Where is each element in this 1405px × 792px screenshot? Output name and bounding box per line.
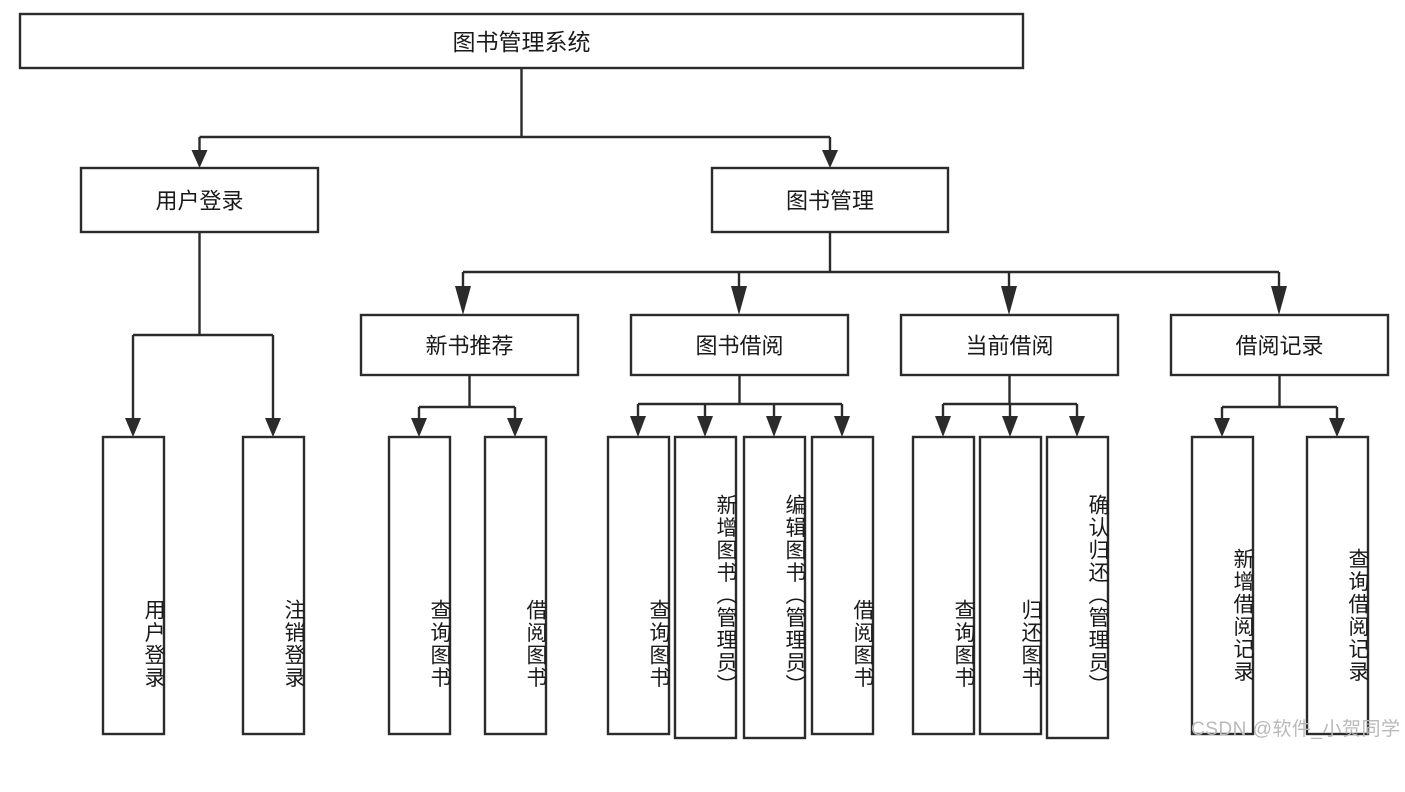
arrow-bookborrow-leaf-4 <box>834 416 850 437</box>
node-leaf-new-book-borrow[interactable] <box>483 435 548 736</box>
arrow-bookborrow-leaf-2 <box>697 416 713 437</box>
node-leaf-borrow-record-add[interactable] <box>1190 435 1255 736</box>
arrow-bookmgmt-to-new-book <box>455 286 471 315</box>
node-leaf-book-borrow-edit[interactable] <box>742 435 807 740</box>
arrow-bookmgmt-to-book-borrow <box>731 286 747 315</box>
connectors-layer <box>125 68 1345 437</box>
arrow-userlogin-leaf-2 <box>265 418 281 437</box>
arrow-bookmgmt-to-borrow-record <box>1271 286 1287 315</box>
csdn-watermark: CSDN @软件_小贺同学 <box>1191 719 1401 740</box>
node-leaf-borrow-record-query[interactable] <box>1305 435 1370 736</box>
diagram-svg: 图书管理系统 用户登录 图书管理 新书推荐 图书借阅 当前借阅 借阅记录 <box>18 12 1390 740</box>
node-borrow-record[interactable] <box>1169 313 1390 377</box>
node-leaf-current-borrow-return[interactable] <box>978 435 1043 736</box>
arrow-newbook-leaf-1 <box>411 418 427 437</box>
node-user-login[interactable] <box>79 166 320 234</box>
arrow-bookborrow-leaf-1 <box>630 416 646 437</box>
arrow-borrowrecord-leaf-1 <box>1214 418 1230 437</box>
node-book-borrow[interactable] <box>629 313 850 377</box>
arrow-userlogin-leaf-1 <box>125 418 141 437</box>
arrow-root-to-user-login <box>191 150 208 168</box>
arrow-currentborrow-leaf-1 <box>935 416 951 437</box>
node-book-borrow-label: 图书借阅 <box>695 334 783 359</box>
nodes-layer: 图书管理系统 用户登录 图书管理 新书推荐 图书借阅 当前借阅 借阅记录 <box>18 12 1390 740</box>
node-leaf-book-borrow-borrow[interactable] <box>810 435 875 736</box>
arrow-currentborrow-leaf-2 <box>1002 416 1018 437</box>
arrow-bookborrow-leaf-3 <box>766 416 782 437</box>
arrow-root-to-book-mgmt <box>822 150 838 168</box>
node-current-borrow-label: 当前借阅 <box>965 334 1053 359</box>
diagram-canvas: 图书管理系统 用户登录 图书管理 新书推荐 图书借阅 当前借阅 借阅记录 <box>18 12 1401 740</box>
node-borrow-record-label: 借阅记录 <box>1235 334 1323 359</box>
node-leaf-user-login-login[interactable] <box>101 435 166 736</box>
node-root-label: 图书管理系统 <box>453 29 591 55</box>
node-leaf-book-borrow-add[interactable] <box>673 435 738 740</box>
node-leaf-book-borrow-query[interactable] <box>606 435 671 736</box>
arrow-borrowrecord-leaf-2 <box>1329 418 1345 437</box>
node-current-borrow[interactable] <box>899 313 1120 377</box>
node-leaf-current-borrow-query[interactable] <box>911 435 976 736</box>
arrow-currentborrow-leaf-3 <box>1069 416 1085 437</box>
arrow-bookmgmt-to-current-borrow <box>1001 286 1017 315</box>
node-book-management-label: 图书管理 <box>786 189 874 214</box>
node-user-login-label: 用户登录 <box>155 189 243 214</box>
node-leaf-new-book-query[interactable] <box>387 435 452 736</box>
node-root-book-management-system[interactable] <box>18 12 1025 70</box>
node-leaf-user-login-logout[interactable] <box>241 435 306 736</box>
node-book-management[interactable] <box>710 166 950 234</box>
arrow-newbook-leaf-2 <box>507 418 523 437</box>
node-new-book-recommend[interactable] <box>359 313 580 377</box>
node-new-book-recommend-label: 新书推荐 <box>425 334 513 359</box>
node-leaf-current-borrow-confirm[interactable] <box>1045 435 1110 740</box>
